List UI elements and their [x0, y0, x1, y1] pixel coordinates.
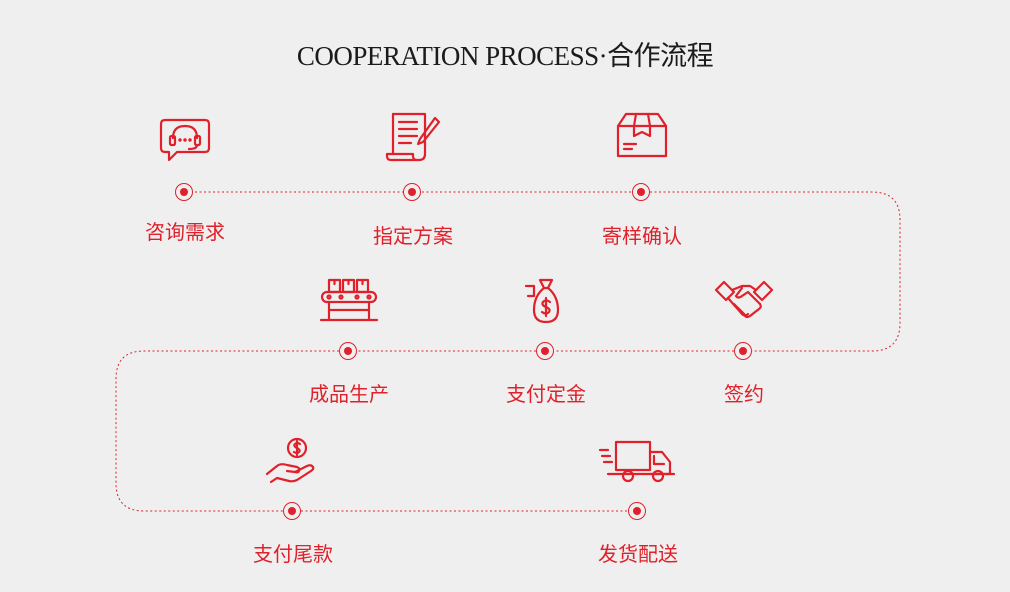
delivery-truck-icon [598, 436, 678, 492]
step-label: 支付尾款 [253, 542, 333, 566]
step-marker [734, 342, 752, 360]
step-pay-balance: 支付尾款 [213, 436, 373, 576]
step-marker [536, 342, 554, 360]
step-pay-deposit: 支付定金 [466, 276, 626, 416]
conveyor-belt-icon [319, 276, 379, 332]
step-marker [339, 342, 357, 360]
step-label: 寄样确认 [602, 224, 682, 248]
document-pen-icon [383, 110, 443, 166]
handshake-icon [714, 276, 774, 332]
step-production: 成品生产 [269, 276, 429, 416]
step-label: 咨询需求 [145, 220, 225, 244]
step-marker [403, 183, 421, 201]
step-sample-confirm: 寄样确认 [562, 110, 722, 250]
hand-coin-icon [263, 436, 323, 492]
package-box-icon [612, 110, 672, 166]
step-marker [628, 502, 646, 520]
step-delivery: 发货配送 [558, 436, 718, 576]
step-marker [632, 183, 650, 201]
step-label: 发货配送 [598, 542, 678, 566]
step-marker [175, 183, 193, 201]
step-sign: 签约 [664, 276, 824, 416]
step-consult: 咨询需求 [105, 110, 265, 250]
step-label: 成品生产 [309, 382, 389, 406]
money-bag-icon [516, 276, 576, 332]
step-label: 支付定金 [506, 382, 586, 406]
step-label: 签约 [724, 382, 764, 406]
step-marker [283, 502, 301, 520]
headset-chat-icon [155, 110, 215, 166]
step-plan: 指定方案 [333, 110, 493, 250]
page-title: COOPERATION PROCESS·合作流程 [296, 41, 714, 71]
step-label: 指定方案 [373, 224, 453, 248]
